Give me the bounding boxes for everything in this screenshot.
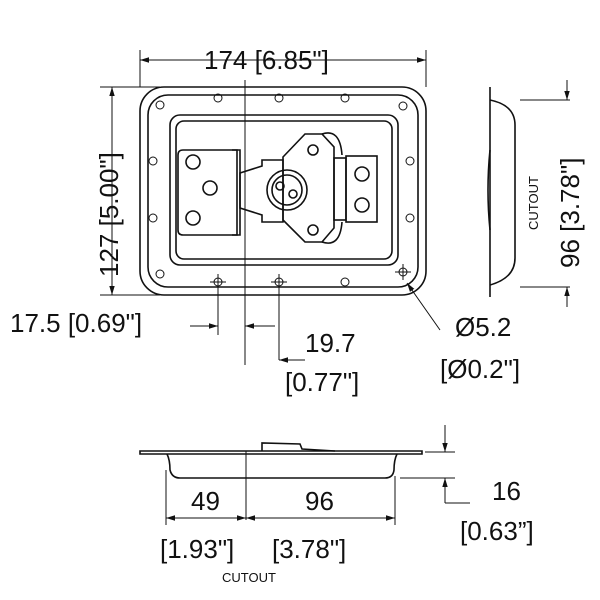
mount-holes [148, 93, 415, 287]
depth-dimension-in: [0.63”] [460, 516, 534, 546]
width-dimension: 174 [6.85"] [204, 45, 329, 75]
bottom-left-dimension-in: [1.93"] [160, 534, 235, 564]
offset-dimension-mid-mm: 19.7 [305, 328, 356, 358]
latch-mechanism [177, 132, 378, 244]
bottom-right-dimension-in: [3.78"] [272, 534, 347, 564]
height-dimension: 127 [5.00"] [94, 152, 124, 277]
front-dimensions [100, 50, 441, 365]
side-cutout-dimension: 96 [3.78"] [555, 157, 585, 268]
bottom-view [139, 442, 423, 520]
crosshair-holes [210, 264, 411, 360]
side-cutout-label: CUTOUT [526, 176, 541, 230]
hole-dimension-mm: Ø5.2 [455, 312, 512, 342]
front-view [139, 80, 427, 365]
bottom-right-dimension-mm: 96 [305, 486, 334, 516]
hole-dimension-in: [Ø0.2"] [440, 354, 521, 384]
bottom-dimensions [165, 425, 470, 525]
depth-dimension-mm: 16 [492, 476, 521, 506]
offset-dimension-mid-in: [0.77"] [285, 367, 360, 397]
bottom-cutout-label: CUTOUT [222, 570, 276, 585]
bottom-left-dimension-mm: 49 [191, 486, 220, 516]
offset-dimension-left: 17.5 [0.69"] [10, 308, 143, 338]
side-view [487, 80, 570, 307]
